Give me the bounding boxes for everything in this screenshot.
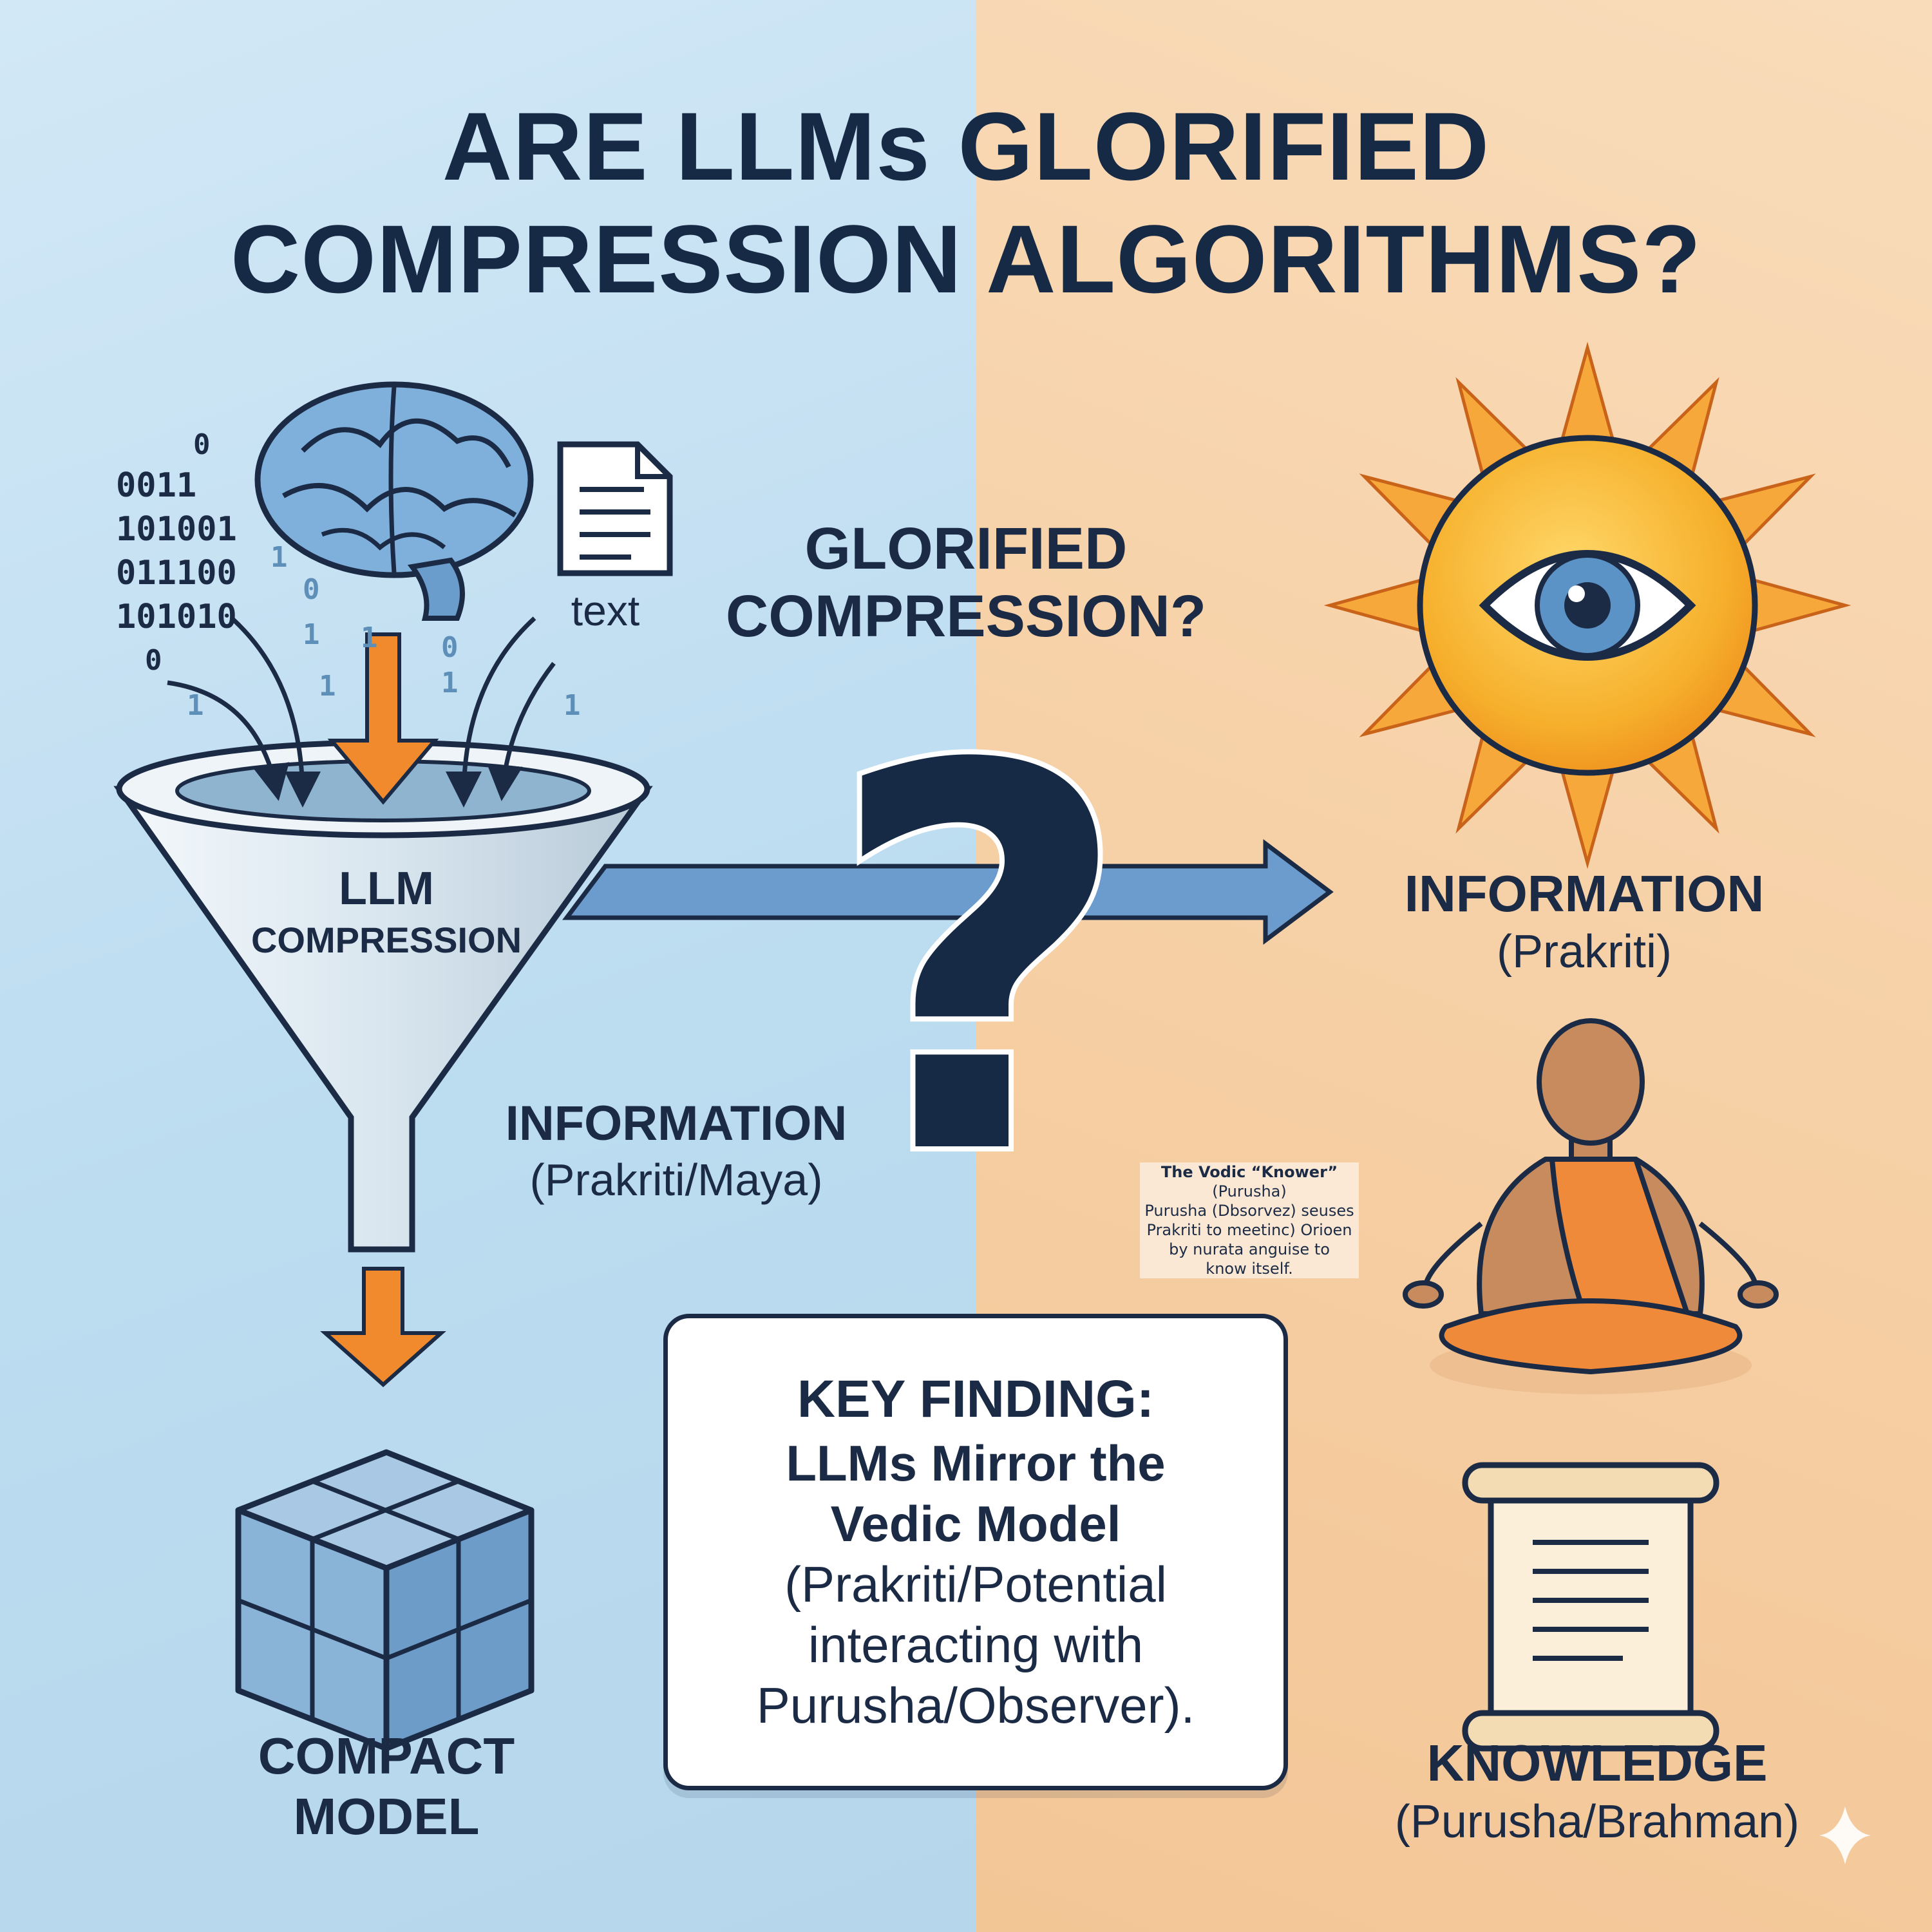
page-title: ARE LLMs GLORIFIED COMPRESSION ALGORITHM…: [230, 92, 1702, 313]
scattered-bit: 1: [187, 689, 204, 722]
knowledge-label: KNOWLEDGE (Purusha/Brahman): [1394, 1734, 1800, 1848]
brain-icon: [254, 381, 534, 621]
sparkle-icon: [1819, 1806, 1871, 1864]
scattered-bit: 0: [145, 644, 162, 677]
funnel-output-arrow: [320, 1267, 446, 1388]
key-finding-text: LLMs Mirror the Vedic Model (Prakriti/Po…: [756, 1435, 1195, 1734]
input-flow-arrows: [167, 616, 556, 808]
scattered-bit: 0: [441, 631, 459, 664]
key-finding-box: KEY FINDING: LLMs Mirror the Vedic Model…: [663, 1314, 1288, 1790]
scattered-bit: 1: [564, 689, 581, 722]
binary-line: 011100: [116, 554, 237, 592]
funnel-input-arrow: [327, 632, 439, 805]
binary-input: 0011 101001 011100 101010: [116, 464, 237, 639]
document-icon: [557, 441, 673, 576]
flow-arrow-to-information: [562, 839, 1334, 945]
key-finding-heading: KEY FINDING:: [797, 1370, 1155, 1428]
scattered-bit: 1: [303, 618, 320, 651]
question-heading: GLORIFIED COMPRESSION?: [725, 516, 1207, 649]
scroll-icon: [1462, 1462, 1719, 1752]
scattered-bit: 0: [303, 573, 320, 606]
knower-quote: The Vodic “Knower” (Purusha) Purusha (Db…: [1140, 1162, 1359, 1278]
scattered-bit: 1: [270, 541, 288, 574]
funnel-label: LLM COMPRESSION: [251, 863, 522, 960]
meditating-figure-icon: [1403, 1018, 1779, 1394]
compact-model-cube-icon: [235, 1449, 535, 1752]
sun-eye-icon: [1323, 341, 1852, 869]
right-information-label: INFORMATION (Prakriti): [1404, 865, 1765, 978]
scattered-bit: 1: [361, 621, 378, 654]
scattered-bit: 0: [193, 428, 211, 461]
binary-line: 0011: [116, 466, 197, 505]
text-input-label: text: [571, 587, 640, 634]
left-information-label: INFORMATION (Prakriti/Maya): [505, 1096, 848, 1205]
compact-model-label: COMPACT MODEL: [258, 1727, 515, 1845]
binary-line: 101001: [116, 510, 237, 549]
binary-line: 101010: [116, 598, 237, 636]
question-mark-icon: ?: [826, 657, 1132, 1271]
scattered-bit: 1: [319, 670, 336, 703]
scattered-bit: 1: [441, 667, 459, 699]
